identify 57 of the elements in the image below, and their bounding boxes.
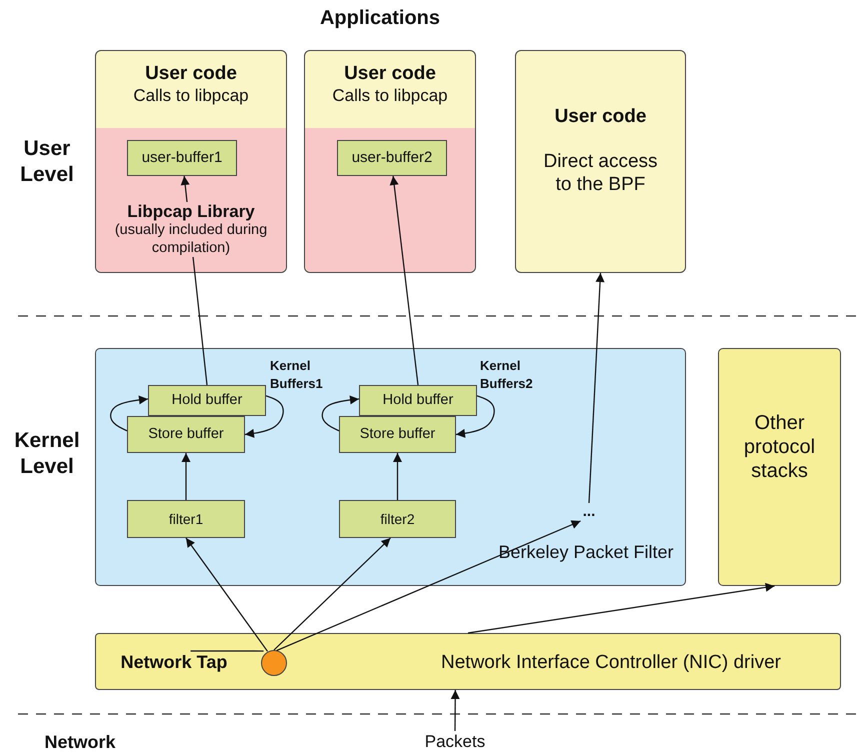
arrow xyxy=(276,520,581,652)
buffer-label: Hold buffer xyxy=(172,392,242,410)
buffer-group-label: Kernel Buffers2 xyxy=(480,357,534,392)
level-label: Network xyxy=(43,731,116,753)
panel-subtitle: Calls to libpcap xyxy=(332,86,448,106)
library-heading: Libpcap Library xyxy=(127,202,255,222)
buffer-label: Store buffer xyxy=(148,426,224,444)
buffer-label: Hold buffer xyxy=(382,392,454,410)
filter-panel xyxy=(95,348,686,586)
buffer-box xyxy=(127,140,237,176)
filter-box xyxy=(127,500,245,538)
buffer-label: Store buffer xyxy=(360,426,436,444)
buffer-label: user-buffer1 xyxy=(142,149,222,167)
arrow xyxy=(274,538,391,650)
arrow xyxy=(180,176,208,386)
ellipsis-text: ... xyxy=(582,503,596,521)
application-panel xyxy=(515,50,686,273)
panel-caption: Berkeley Packet Filter xyxy=(498,542,674,564)
tap-label: Network Tap xyxy=(120,652,228,674)
arrow xyxy=(186,538,268,652)
arrow xyxy=(450,690,460,731)
panel-heading: User code xyxy=(344,63,436,86)
arrow xyxy=(393,453,402,500)
buffer-label: user-buffer2 xyxy=(352,149,432,167)
arrow xyxy=(588,272,605,504)
loop-arrow xyxy=(244,395,284,438)
buffer-box xyxy=(337,140,447,176)
panel-heading: User code xyxy=(145,63,237,86)
buffer-group-label: Kernel Buffers1 xyxy=(270,357,324,392)
library-panel xyxy=(96,128,286,272)
filter-label: filter1 xyxy=(168,510,204,528)
circle-marker xyxy=(261,650,287,676)
application-panel xyxy=(304,50,476,273)
connector-line xyxy=(190,650,264,652)
filter-label: filter2 xyxy=(380,510,415,528)
arrow xyxy=(182,453,190,500)
panel-subtitle: Calls to libpcap xyxy=(133,86,249,106)
library-panel xyxy=(305,128,475,272)
arrow xyxy=(468,582,775,634)
level-label: User Level xyxy=(19,136,75,188)
loop-arrow xyxy=(322,395,360,432)
panel-heading: User code xyxy=(554,106,646,129)
buffer-box xyxy=(127,416,245,453)
input-label: Packets xyxy=(424,732,486,752)
buffer-box xyxy=(339,416,456,453)
panel-description: Direct access to the BPF xyxy=(542,150,659,196)
loop-arrow xyxy=(110,395,148,432)
box-label: Other protocol stacks xyxy=(742,411,816,483)
application-panel xyxy=(95,50,287,273)
arrow xyxy=(390,176,419,386)
loop-arrow xyxy=(456,395,495,438)
driver-bar xyxy=(95,633,841,690)
driver-label: Network Interface Controller (NIC) driver xyxy=(441,652,781,675)
protocol-stack-box xyxy=(718,348,841,586)
diagram-title: Applications xyxy=(318,7,441,30)
filter-box xyxy=(339,500,456,538)
level-label: Kernel Level xyxy=(13,428,81,480)
